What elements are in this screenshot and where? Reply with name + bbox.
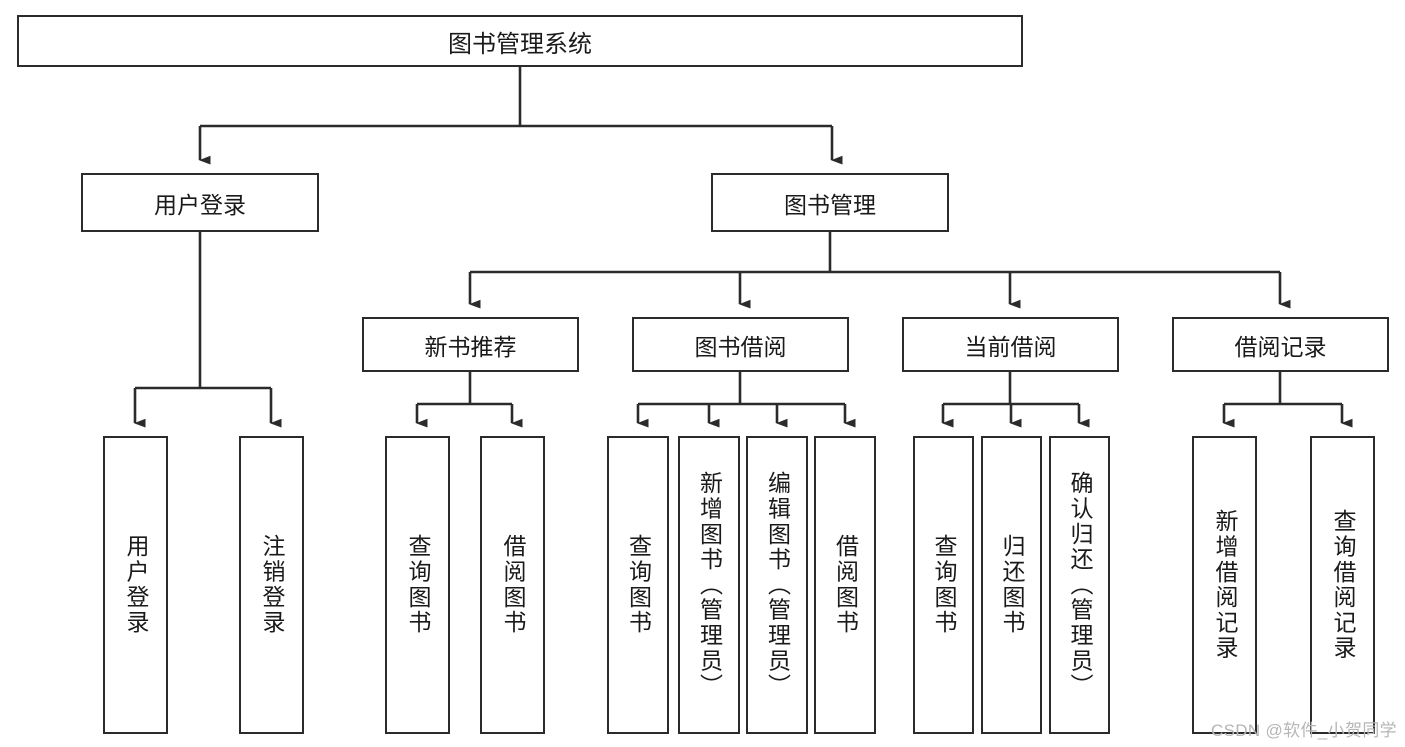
leaf-node-label: 查询图书: [405, 534, 431, 636]
node-root-label: 图书管理系统: [448, 30, 592, 58]
node-new-book-recommend-label: 新书推荐: [424, 333, 517, 360]
leaf-node-label: 归还图书: [999, 534, 1025, 636]
leaf-node[interactable]: 借阅图书: [814, 436, 876, 734]
leaf-node-label: 查询图书: [625, 534, 652, 636]
leaf-node-label: 编辑图书（管理员）: [764, 471, 791, 699]
node-borrow-record-label: 借阅记录: [1234, 333, 1327, 360]
node-root[interactable]: 图书管理系统: [17, 15, 1023, 67]
node-user-login-label: 用户登录: [154, 191, 246, 218]
leaf-node[interactable]: 用户登录: [103, 436, 168, 734]
node-book-management-label: 图书管理: [784, 191, 876, 218]
node-user-login[interactable]: 用户登录: [81, 173, 319, 232]
leaf-node[interactable]: 确认归还（管理员）: [1049, 436, 1110, 734]
leaf-node-label: 确认归还（管理员）: [1067, 471, 1093, 699]
node-book-borrow[interactable]: 图书借阅: [632, 317, 849, 372]
leaf-node[interactable]: 查询借阅记录: [1310, 436, 1375, 734]
leaf-node-label: 新增借阅记录: [1212, 509, 1238, 661]
leaf-node-label: 借阅图书: [500, 534, 526, 636]
node-book-borrow-label: 图书借阅: [694, 333, 787, 360]
leaf-node[interactable]: 查询图书: [385, 436, 450, 734]
leaf-node-label: 借阅图书: [832, 534, 859, 636]
leaf-node[interactable]: 注销登录: [239, 436, 304, 734]
leaf-node[interactable]: 归还图书: [981, 436, 1042, 734]
leaf-node-label: 查询图书: [931, 534, 957, 636]
leaf-node[interactable]: 新增图书（管理员）: [678, 436, 740, 734]
node-new-book-recommend[interactable]: 新书推荐: [362, 317, 579, 372]
node-book-management[interactable]: 图书管理: [711, 173, 949, 232]
leaf-node[interactable]: 编辑图书（管理员）: [746, 436, 808, 734]
leaf-node[interactable]: 查询图书: [607, 436, 669, 734]
node-borrow-record[interactable]: 借阅记录: [1172, 317, 1389, 372]
leaf-node-label: 注销登录: [259, 534, 285, 636]
leaf-node-label: 查询借阅记录: [1330, 509, 1356, 661]
leaf-node[interactable]: 借阅图书: [480, 436, 545, 734]
leaf-node-label: 用户登录: [123, 534, 149, 636]
leaf-node[interactable]: 新增借阅记录: [1192, 436, 1257, 734]
leaf-node-label: 新增图书（管理员）: [696, 471, 723, 699]
node-current-borrow-label: 当前借阅: [964, 333, 1057, 360]
node-current-borrow[interactable]: 当前借阅: [902, 317, 1119, 372]
leaf-node[interactable]: 查询图书: [913, 436, 974, 734]
